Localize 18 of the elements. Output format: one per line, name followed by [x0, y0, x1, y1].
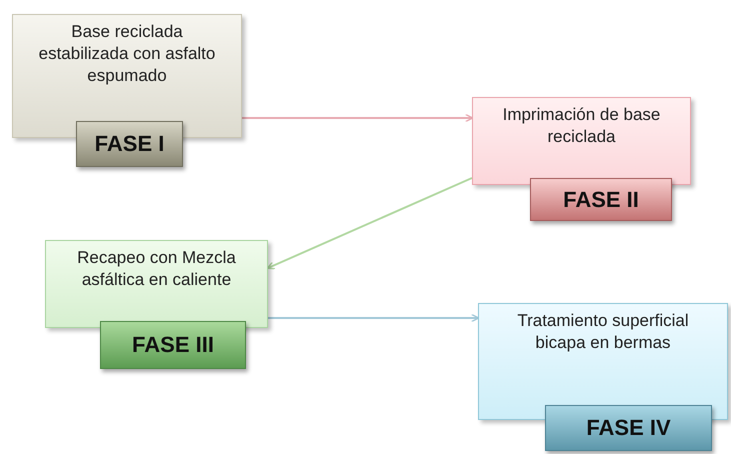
phase-label: FASE IV [586, 415, 671, 441]
step-description: Base reciclada estabilizada con asfalto espumado [38, 21, 216, 87]
phase-label: FASE II [563, 186, 639, 212]
arrow [268, 314, 480, 322]
process-box [478, 303, 728, 420]
phase-tab [100, 321, 246, 369]
process-box [472, 97, 691, 185]
arrow [266, 177, 472, 270]
step-description: Imprimación de base reciclada [502, 104, 662, 148]
step-description: Tratamiento superficial bicapa en bermas [516, 310, 690, 354]
phase-tab [530, 178, 672, 221]
phase-label: FASE I [94, 131, 164, 157]
arrow [242, 114, 474, 122]
phase-tab [76, 121, 183, 167]
phase-label: FASE III [132, 332, 214, 358]
step-description: Recapeo con Mezcla asfáltica en caliente [76, 247, 237, 291]
process-box [45, 240, 268, 328]
phase-tab [545, 405, 712, 451]
